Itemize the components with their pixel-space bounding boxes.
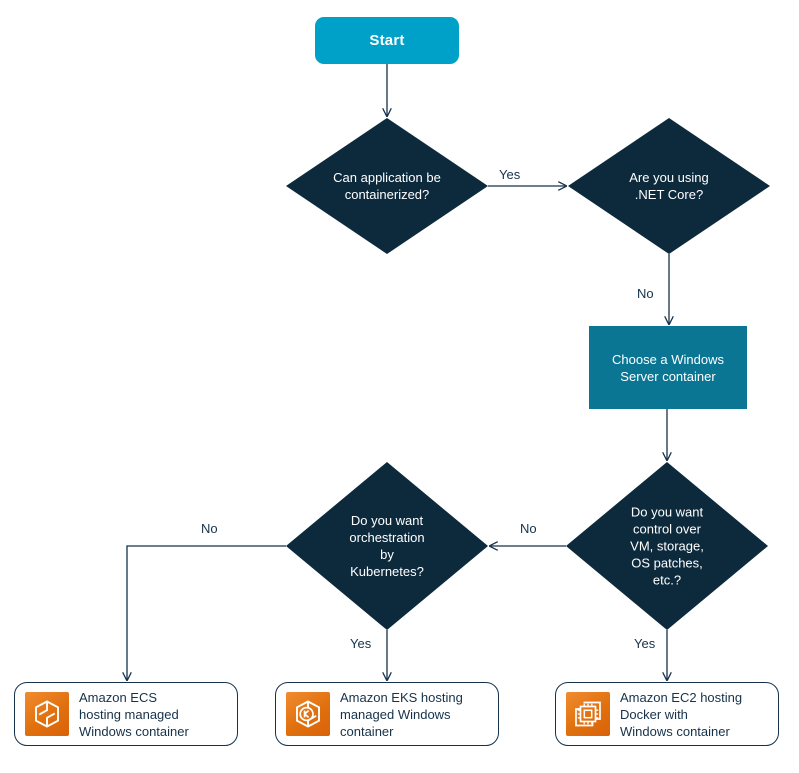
amazon-ec2-icon — [566, 692, 610, 736]
process-choose-windows-server-container[interactable]: Choose a Windows Server container — [589, 326, 747, 409]
edge-label-control-no: No — [520, 521, 537, 536]
result-label: Amazon EKS hosting managed Windows conta… — [340, 689, 463, 739]
diamond-shape — [286, 462, 488, 630]
result-label: Amazon EC2 hosting Docker with Windows c… — [620, 689, 743, 739]
edge-label-containerize-yes: Yes — [499, 167, 521, 182]
diamond-shape — [566, 462, 768, 630]
edge-label-kubernetes-yes: Yes — [350, 636, 372, 651]
decision-do-you-want-control-over-vm[interactable]: Do you want control over VM, storage, OS… — [566, 462, 768, 630]
amazon-eks-icon — [286, 692, 330, 736]
edge-kubernetes-no-to-ecs — [127, 545, 286, 680]
result-amazon-ecs[interactable]: Amazon ECS hosting managed Windows conta… — [14, 682, 238, 746]
decision-can-application-be-containerized[interactable]: Can application be containerized? — [286, 118, 488, 254]
result-amazon-eks[interactable]: Amazon EKS hosting managed Windows conta… — [275, 682, 499, 746]
diamond-shape — [568, 118, 770, 254]
result-label: Amazon ECS hosting managed Windows conta… — [79, 689, 189, 739]
amazon-ecs-icon — [25, 692, 69, 736]
result-amazon-ec2[interactable]: Amazon EC2 hosting Docker with Windows c… — [555, 682, 779, 746]
start-node[interactable]: Start — [315, 17, 459, 64]
edge-label-netcore-no: No — [637, 286, 654, 301]
diamond-shape — [286, 118, 488, 254]
edge-label-kubernetes-no: No — [201, 521, 218, 536]
decision-do-you-want-orchestration-by-kubernetes[interactable]: Do you want orchestration by Kubernetes? — [286, 462, 488, 630]
decision-are-you-using-dotnet-core[interactable]: Are you using .NET Core? — [568, 118, 770, 254]
edge-label-control-yes: Yes — [634, 636, 656, 651]
